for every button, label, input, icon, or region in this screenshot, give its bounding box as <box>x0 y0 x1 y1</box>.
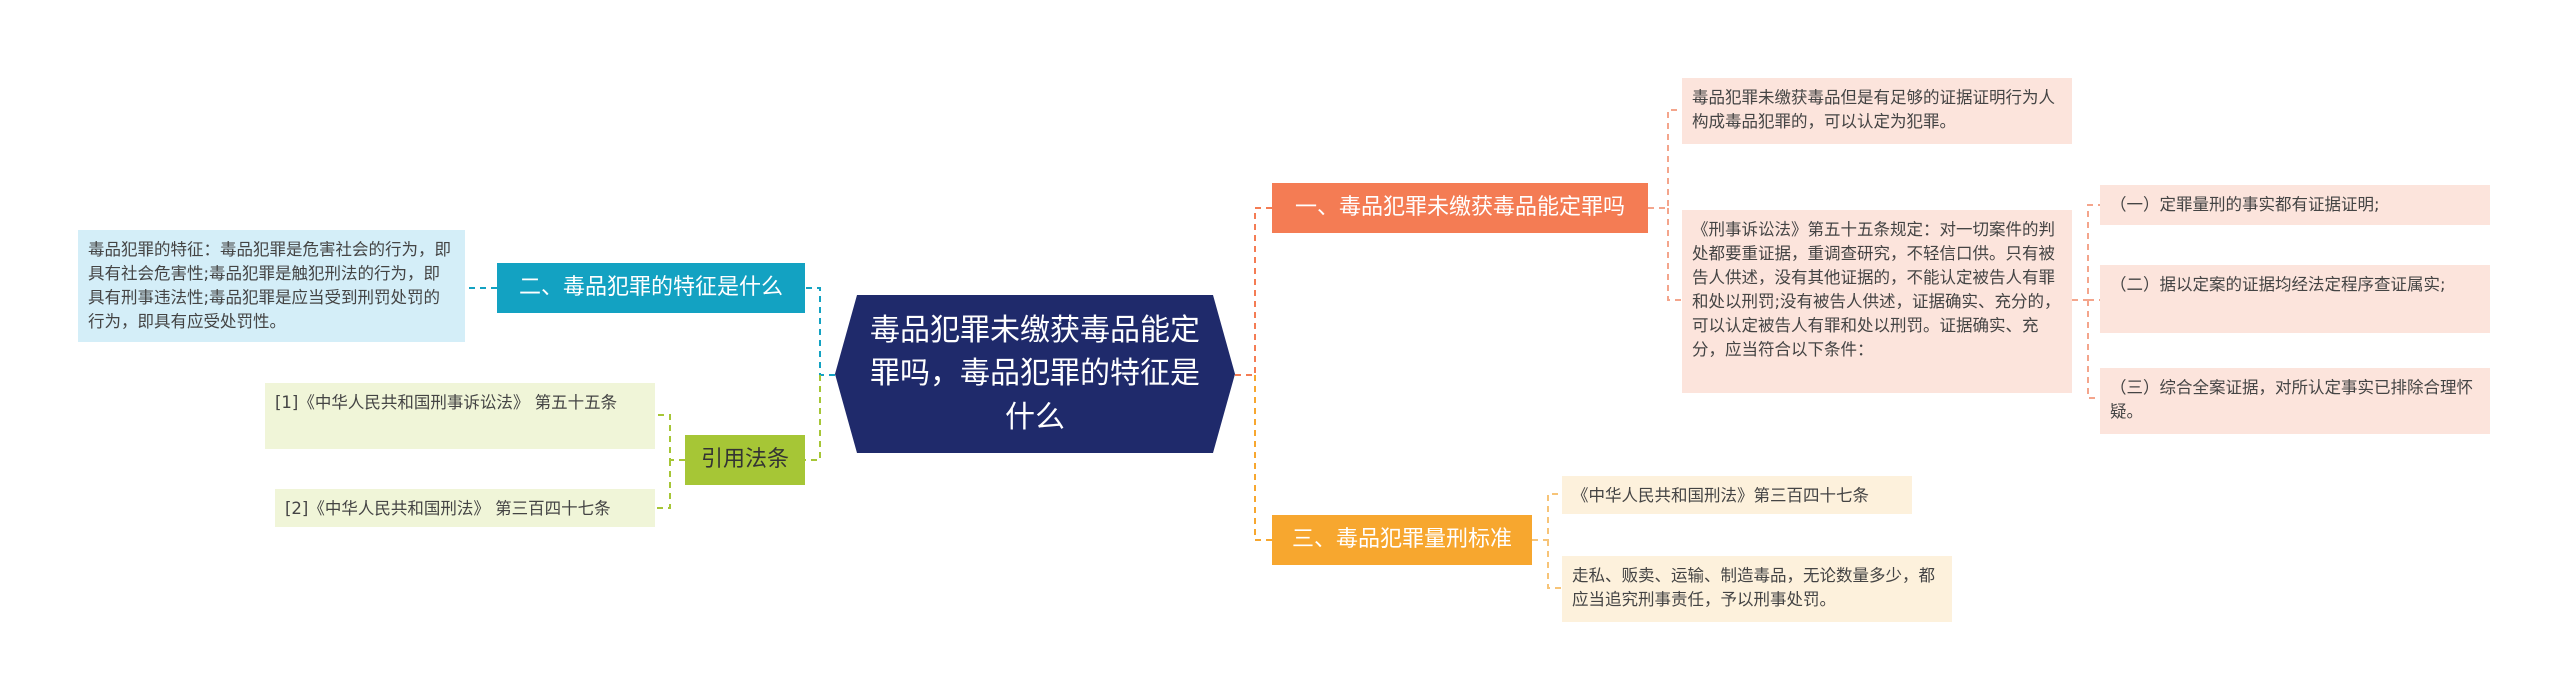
refs-branch-label: 引用法条 <box>700 447 789 473</box>
branch-3[interactable]: 三、毒品犯罪量刑标准 <box>1272 515 1532 565</box>
refs-branch[interactable]: 引用法条 <box>685 435 805 485</box>
branch-3-leaf-2-text: 走私、贩卖、运输、制造毒品，无论数量多少，都应当追究刑事责任，予以刑事处罚。 <box>1572 566 1935 609</box>
central-topic-label: 毒品犯罪未缴获毒品能定罪吗，毒品犯罪的特征是什么 <box>870 312 1200 435</box>
link-branch3-leaf2 <box>1547 540 1562 589</box>
link-refs-item2 <box>655 460 671 509</box>
branch-1-sub-2[interactable]: （二）据以定案的证据均经法定程序查证属实; <box>2100 265 2490 333</box>
branch-3-leaf-1[interactable]: 《中华人民共和国刑法》第三百四十七条 <box>1562 476 1912 514</box>
central-topic[interactable]: 毒品犯罪未缴获毒品能定罪吗，毒品犯罪的特征是什么 <box>835 295 1235 453</box>
refs-item-2[interactable]: [2]《中华人民共和国刑法》 第三百四十七条 <box>275 489 655 527</box>
branch-1-leaf-1-text: 毒品犯罪未缴获毒品但是有足够的证据证明行为人构成毒品犯罪的，可以认定为犯罪。 <box>1692 88 2055 131</box>
link-central-refs <box>805 375 821 461</box>
branch-1-leaf-1[interactable]: 毒品犯罪未缴获毒品但是有足够的证据证明行为人构成毒品犯罪的，可以认定为犯罪。 <box>1682 78 2072 144</box>
branch-1-leaf-2[interactable]: 《刑事诉讼法》第五十五条规定：对一切案件的判处都要重证据，重调查研究，不轻信口供… <box>1682 210 2072 393</box>
branch-1-sub-3[interactable]: （三）综合全案证据，对所认定事实已排除合理怀疑。 <box>2100 368 2490 434</box>
link-branch1-leaf2 <box>1667 208 1682 301</box>
branch-1-leaf-2-text: 《刑事诉讼法》第五十五条规定：对一切案件的判处都要重证据，重调查研究，不轻信口供… <box>1692 220 2061 359</box>
link-central-branch3 <box>1254 375 1272 541</box>
branch-2-leaf-text: 毒品犯罪的特征：毒品犯罪是危害社会的行为，即具有社会危害性;毒品犯罪是触犯刑法的… <box>88 240 451 331</box>
link-branch1-leaf1 <box>1648 109 1682 209</box>
link-central-branch2 <box>805 287 835 376</box>
refs-item-1-text: [1]《中华人民共和国刑事诉讼法》 第五十五条 <box>275 393 618 412</box>
branch-3-label: 三、毒品犯罪量刑标准 <box>1291 527 1512 553</box>
link-refs-item1 <box>655 414 685 461</box>
link-leaf2-sub3 <box>2087 300 2100 399</box>
link-central-branch1 <box>1235 207 1272 376</box>
branch-2-leaf[interactable]: 毒品犯罪的特征：毒品犯罪是危害社会的行为，即具有社会危害性;毒品犯罪是触犯刑法的… <box>78 230 465 342</box>
branch-1-sub-2-text: （二）据以定案的证据均经法定程序查证属实; <box>2110 275 2446 294</box>
link-branch3-leaf1 <box>1532 493 1562 541</box>
branch-1[interactable]: 一、毒品犯罪未缴获毒品能定罪吗 <box>1272 183 1648 233</box>
link-leaf2-sub1 <box>2072 204 2100 301</box>
branch-2[interactable]: 二、毒品犯罪的特征是什么 <box>497 263 805 313</box>
branch-2-label: 二、毒品犯罪的特征是什么 <box>518 275 783 301</box>
branch-3-leaf-1-text: 《中华人民共和国刑法》第三百四十七条 <box>1572 486 1869 505</box>
branch-1-sub-3-text: （三）综合全案证据，对所认定事实已排除合理怀疑。 <box>2110 378 2473 421</box>
branch-3-leaf-2[interactable]: 走私、贩卖、运输、制造毒品，无论数量多少，都应当追究刑事责任，予以刑事处罚。 <box>1562 556 1952 622</box>
refs-item-2-text: [2]《中华人民共和国刑法》 第三百四十七条 <box>285 499 611 518</box>
branch-1-label: 一、毒品犯罪未缴获毒品能定罪吗 <box>1294 195 1625 221</box>
refs-item-1[interactable]: [1]《中华人民共和国刑事诉讼法》 第五十五条 <box>265 383 655 449</box>
branch-1-sub-1-text: （一）定罪量刑的事实都有证据证明; <box>2110 195 2380 214</box>
branch-1-sub-1[interactable]: （一）定罪量刑的事实都有证据证明; <box>2100 185 2490 225</box>
